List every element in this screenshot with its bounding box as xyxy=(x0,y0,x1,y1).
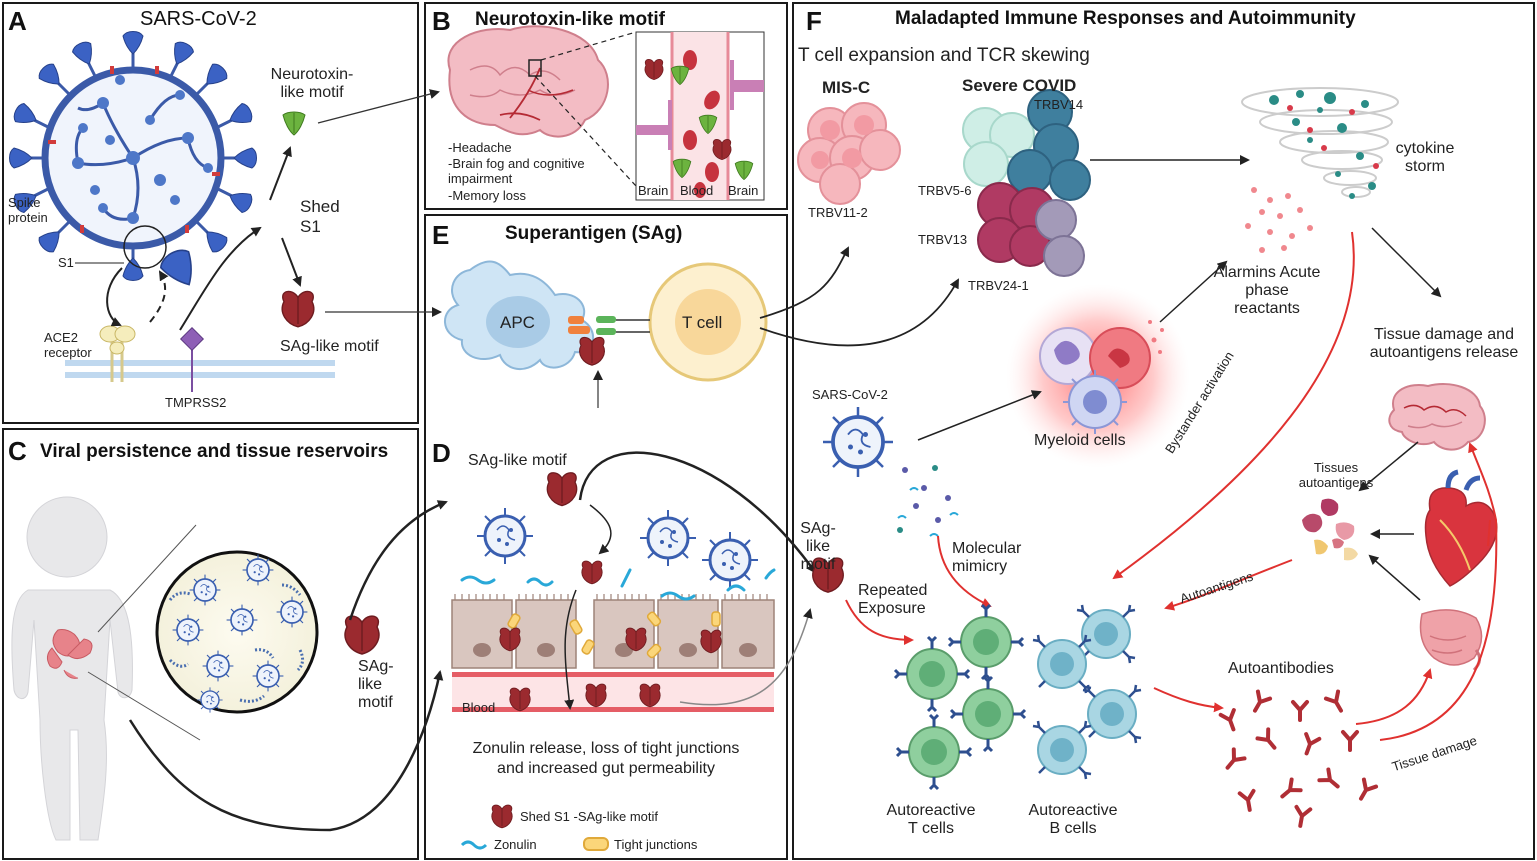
t-cell-label: T cell xyxy=(682,313,723,332)
myeloid-cells xyxy=(1039,320,1164,434)
symptom-memory-loss: -Memory loss xyxy=(448,188,527,203)
sag-motif-label-f: SAg-like motif xyxy=(800,520,836,573)
tmprss2-shape xyxy=(179,326,205,392)
intestine-icon-f xyxy=(1419,609,1483,672)
legend-sag-icon xyxy=(491,804,513,829)
legend-tight-junctions-label: Tight junctions xyxy=(614,837,698,852)
neurotoxin-motif-icon xyxy=(282,111,306,136)
ace2-receptor-label: ACE2 receptor xyxy=(44,330,92,360)
cell-membrane xyxy=(65,325,335,392)
tissues-autoantigens-label: Tissues autoantigens xyxy=(1298,460,1374,490)
blood-vessel-d xyxy=(452,672,774,712)
panel-c-title: Viral persistence and tissue reservoirs xyxy=(40,441,389,462)
tissue-damage-release-label: Tissue damage and autoantigens release xyxy=(1369,326,1519,361)
tissue-reservoir-bubble xyxy=(155,550,319,714)
large-virus xyxy=(41,66,225,250)
mis-c-label: MIS-C xyxy=(822,78,871,97)
vessel-label-blood: Blood xyxy=(680,183,714,198)
spike-protein-label: Spike protein xyxy=(8,195,48,225)
autoreactive-t-label: Autoreactive T cells xyxy=(886,802,976,837)
autoreactive-b-cells xyxy=(1031,603,1143,781)
vessel-label-brain-right: Brain xyxy=(728,183,759,198)
tcr-skewing-label: T cell expansion and TCR skewing xyxy=(798,45,1090,66)
myeloid-cells-label: Myeloid cells xyxy=(1034,432,1126,449)
virus-icon-d2 xyxy=(638,508,698,568)
sag-motif-icon-d xyxy=(546,472,578,507)
blood-vessel-inset xyxy=(635,31,765,201)
sars-cov2-label-f: SARS-CoV-2 xyxy=(812,387,888,402)
autoreactive-b-label: Autoreactive B cells xyxy=(1028,802,1118,837)
brain-icon-b xyxy=(447,25,609,138)
spike-proteins xyxy=(9,31,257,281)
virus-icon-d3 xyxy=(700,530,760,590)
autoreactive-t-cells xyxy=(893,603,1027,791)
alarmins-label: Alarmins Acute phase reactants xyxy=(1213,264,1321,317)
gut-epithelium xyxy=(451,560,776,669)
cytokine-storm-label: cytokine storm xyxy=(1395,140,1455,175)
heart-icon xyxy=(1424,469,1498,587)
panel-b-letter: B xyxy=(432,6,451,36)
severe-covid-cell-cluster xyxy=(962,89,1091,277)
autoantibodies xyxy=(1218,689,1379,830)
apc-cell xyxy=(444,260,595,370)
panel-e-title: Superantigen (SAg) xyxy=(505,223,683,244)
trbv14-label: TRBV14 xyxy=(1034,97,1084,112)
panel-f-letter: F xyxy=(806,6,822,36)
panel-a-title: SARS-CoV-2 xyxy=(140,8,257,30)
sag-motif-label-c: SAg-like motif xyxy=(358,658,394,711)
legend-zonulin-icon xyxy=(460,840,488,850)
sag-motif-icon-a xyxy=(281,290,315,328)
sag-motif-label-d: SAg-like motif xyxy=(468,452,567,469)
brain-icon-f xyxy=(1388,383,1486,451)
s1-highlight-circle xyxy=(123,225,167,269)
severe-covid-label: Severe COVID xyxy=(962,76,1077,95)
panel-f-title: Maladapted Immune Responses and Autoimmu… xyxy=(895,8,1356,29)
ace2-receptor-shape xyxy=(99,325,136,382)
legend-shed-s1-label: Shed S1 -SAg-like motif xyxy=(520,809,659,824)
sag-motif-icon-c xyxy=(344,615,380,655)
virus-icon-f xyxy=(821,405,895,479)
shed-s1-label: Shed S1 xyxy=(300,197,340,236)
virus-icon-d1 xyxy=(475,506,535,566)
trbv11-label: TRBV11-2 xyxy=(808,205,868,220)
trbv5-label: TRBV5-6 xyxy=(918,183,972,198)
alarmin-dots xyxy=(1245,187,1313,253)
tissue-autoantigens-icon xyxy=(1302,498,1358,561)
symptom-brain-fog: -Brain fog and cognitive impairment xyxy=(448,156,585,186)
cytokine-storm-icon xyxy=(1241,87,1399,199)
blood-label: Blood xyxy=(462,700,496,715)
panel-e-letter: E xyxy=(432,220,450,250)
peptide-fragments xyxy=(897,465,959,537)
sag-motif-label-a: SAg-like motif xyxy=(280,338,379,355)
neurotoxin-motif-label: Neurotoxin-like motif xyxy=(270,66,354,101)
trbv13-label: TRBV13 xyxy=(918,232,968,247)
panel-a-letter: A xyxy=(8,6,27,36)
t-cell xyxy=(648,262,768,382)
d-caption-line2: and increased gut permeability xyxy=(497,760,715,777)
autoantibodies-label: Autoantibodies xyxy=(1228,660,1334,677)
tmprss2-label: TMPRSS2 xyxy=(165,395,227,410)
s1-label: S1 xyxy=(58,255,74,270)
repeated-exposure-label: Repeated Exposure xyxy=(858,582,928,617)
vessel-label-brain-left: Brain xyxy=(638,183,669,198)
legend-zonulin-label: Zonulin xyxy=(494,837,537,852)
symptom-headache: -Headache xyxy=(448,140,512,155)
d-caption-line1: Zonulin release, loss of tight junctions xyxy=(472,740,740,757)
panel-c-letter: C xyxy=(8,436,27,466)
mis-c-cell-cluster xyxy=(797,102,901,205)
trbv24-label: TRBV24-1 xyxy=(968,278,1029,293)
panel-d-letter: D xyxy=(432,438,451,468)
child-figure xyxy=(11,496,133,841)
apc-label: APC xyxy=(500,313,535,332)
panel-b-title: Neurotoxin-like motif xyxy=(475,9,666,30)
mhc-tcr-complex xyxy=(568,316,650,366)
molecular-mimicry-label: Molecular mimicry xyxy=(952,540,1022,575)
legend-tight-junction-icon xyxy=(583,837,609,851)
